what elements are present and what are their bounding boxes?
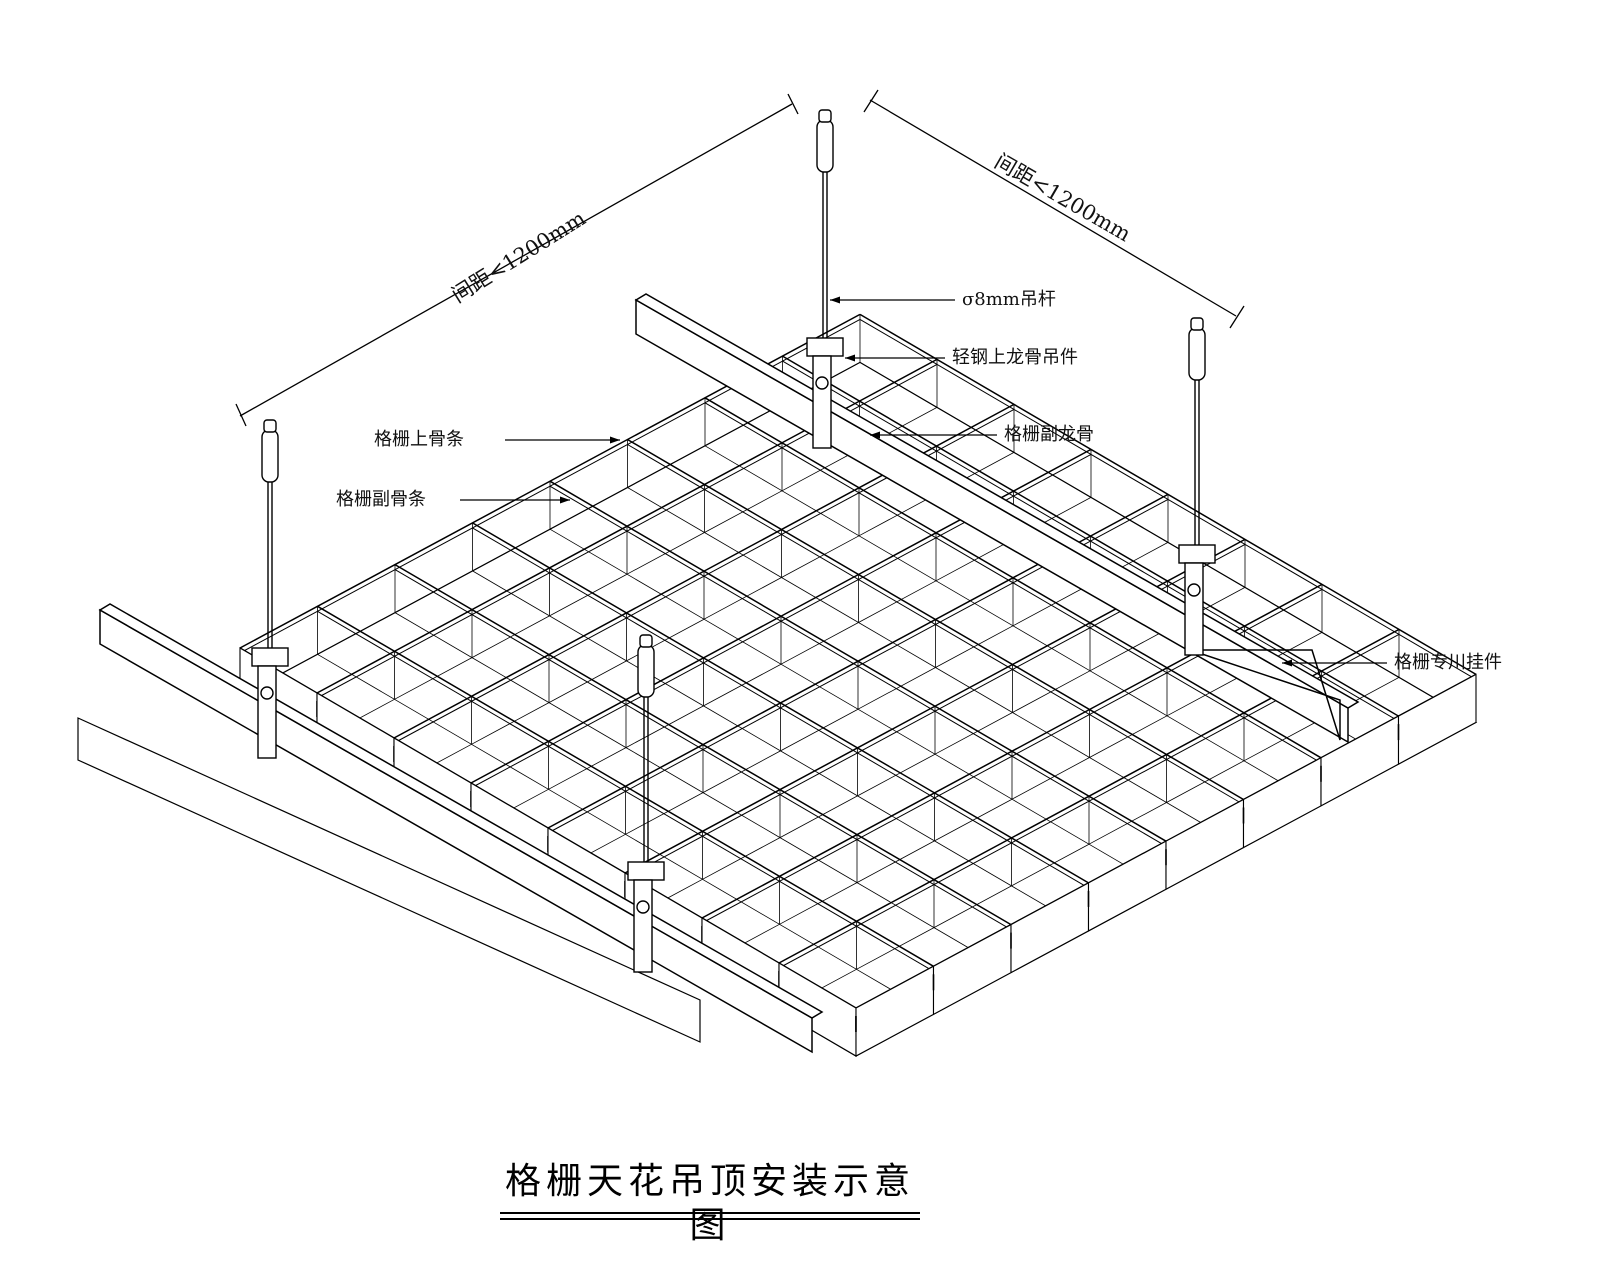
grid-cell-wall [394,522,473,613]
grid-cell-wall [1012,622,1091,713]
grid-cell-wall [857,706,936,797]
grid-cell-wall [626,484,705,575]
grid-cell-wall [933,837,1012,928]
leader-grille-sub-arrow [560,496,570,504]
rod-right-hanger-body [1184,562,1204,656]
dimension-tick [235,403,247,427]
grid-cell-wall [472,481,551,572]
grid-cell-wall [548,612,627,703]
grid-cell-wall [704,442,783,533]
hanger-rods [251,109,1216,973]
grid-cell-wall [317,564,396,655]
grid-cell-wall [471,567,550,658]
sub-keel-front [77,717,701,1043]
grid-cell-wall [934,664,1013,755]
grid-cell-wall [858,532,937,623]
dimension-tick [863,89,879,113]
grid-cell-wall [780,574,859,665]
title-underline-top [500,1212,920,1214]
grid-cell-wall [471,654,550,745]
rod-back-hanger-body [812,355,832,449]
label-grille-sub: 格栅副骨条 [336,489,426,510]
grid-right-panel [1165,798,1245,891]
grid-cell-wall [549,439,628,530]
grid-cell-wall [1088,754,1167,845]
rod-back-bolt [815,376,829,390]
dimension-line-left [239,103,793,417]
grid-right-panel [932,923,1012,1016]
grid-cell-wall [935,577,1014,668]
rod-back-cap [818,109,832,123]
grid-right-panel [1010,881,1090,974]
grid-cell-wall [857,619,936,710]
label-grille-top: 格栅上骨条 [374,429,464,450]
grid-cell-wall [625,744,704,835]
grid-right-panel [1397,673,1477,766]
grid-cell-wall [1089,667,1168,758]
grid-cell-wall [548,699,627,790]
grid-cell-wall [856,792,935,883]
leader-grille-top-arrow [610,436,620,444]
grid-right-panel [1242,756,1322,849]
grid-cell-wall [1011,709,1090,800]
rod-right-cap [1190,317,1204,331]
grid-right-panel [855,965,935,1057]
grid-cell-wall [856,879,935,970]
rod-front-nut [637,644,655,698]
grid-cell-wall [780,661,859,752]
rod-right-nut [1188,327,1206,381]
rod-right-bolt [1187,583,1201,597]
rod-left-hanger-body [257,665,277,759]
rod-left-bolt [260,686,274,700]
leader-hanger-arrow [845,354,855,362]
rod-back-hanger-head [806,337,844,357]
rod-left-nut [261,429,279,483]
sub-keel-end [1189,649,1341,741]
grid-cell-wall [702,789,781,880]
label-clip: 格栅专川挂件 [1394,652,1502,673]
label-rod: σ8mm吊杆 [962,289,1056,310]
grid-cell-wall [549,526,628,617]
label-hanger: 轻钢上龙骨吊件 [952,347,1078,368]
rod-front-hanger-body [633,879,653,973]
rod-front-hanger-head [627,861,665,881]
grid-cell-wall [626,571,705,662]
label-sub-keel: 格栅副龙骨 [1004,424,1094,445]
leader-sub-keel-arrow [870,431,880,439]
grid-cell-wall [1166,712,1245,803]
dimension-lines [235,89,1245,427]
grid-cell-wall [1011,796,1090,887]
leader-clip-arrow [1282,659,1292,667]
main-keel-front [99,608,813,1054]
grid-cell-wall [627,397,706,488]
grid-right-panel [1087,840,1167,932]
grid-cell-wall [779,834,858,925]
grid-cell-wall [703,616,782,707]
rod-back-nut [816,119,834,173]
rod-right-hanger-head [1178,544,1216,564]
rod-front-bolt [636,900,650,914]
drawing-title: 格栅天花吊顶安装示意图 [504,1161,915,1246]
grid-cell-wall [934,751,1013,842]
grid-cell-wall [702,702,781,793]
leader-rod-arrow [830,296,840,304]
title-underline-bottom [500,1218,920,1220]
grid-cell-wall [703,529,782,620]
grid-cell-wall [781,487,860,578]
rod-left-hanger-head [251,647,289,667]
leader-lines [460,296,1387,667]
rod-left-cap [263,419,277,433]
grid-cell-wall [779,747,858,838]
rod-front-cap [639,634,653,648]
dimension-tick [1229,305,1245,329]
dimension-tick [787,93,799,115]
grid-cell-wall [394,609,473,700]
dimension-line-right [869,99,1237,317]
